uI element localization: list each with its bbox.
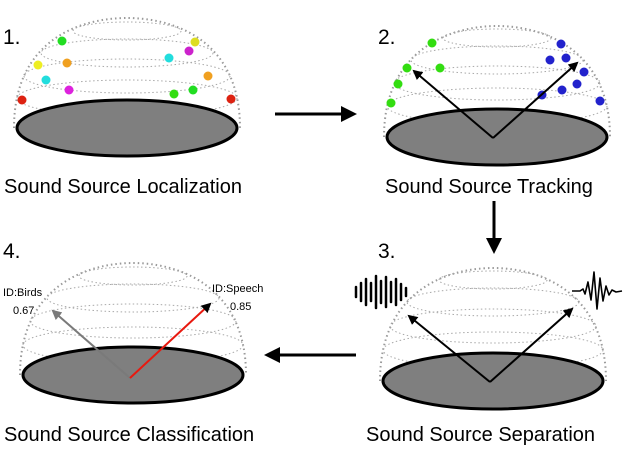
- panel-number: 4.: [3, 240, 21, 263]
- birds-score-label: 0.67: [13, 305, 34, 317]
- source-point: [62, 58, 72, 68]
- flow-arrow-right: [275, 106, 357, 122]
- birds-direction-arrow: [51, 309, 131, 379]
- panel-caption: Sound Source Localization: [4, 176, 242, 198]
- dome-ring: [382, 331, 604, 369]
- panel-separation: 3. Sound Source Separation: [354, 240, 623, 446]
- source-point: [169, 89, 179, 99]
- dome-ring: [22, 326, 244, 364]
- dome-ring: [23, 58, 231, 94]
- panel-caption: Sound Source Tracking: [385, 176, 593, 198]
- panel-classification: 4. ID:Birds 0.67 ID:Speech 0.85 Sound So…: [3, 240, 263, 446]
- panel-caption: Sound Source Separation: [366, 424, 595, 446]
- dome-ring: [78, 266, 188, 286]
- dome-outline: [19, 261, 247, 376]
- speech-waveform-icon: [572, 271, 623, 310]
- source-point: [17, 95, 27, 105]
- dome-ring: [46, 283, 220, 313]
- dome-ring: [16, 79, 238, 117]
- direction-arrow: [407, 314, 491, 383]
- speech-score-label: 0.85: [230, 301, 251, 313]
- tracked-points-right: [537, 39, 605, 106]
- dome-ring: [438, 270, 548, 290]
- panel-number: 1.: [3, 26, 21, 49]
- source-point: [188, 85, 198, 95]
- dome-ring: [40, 38, 214, 68]
- source-points: [17, 36, 236, 105]
- speech-direction-arrow: [129, 302, 212, 379]
- speech-id-label: ID:Speech: [212, 283, 263, 295]
- microphone-array-base: [381, 351, 605, 411]
- panel-tracking: 2. Sound Source Tracking: [378, 24, 611, 198]
- birds-id-label: ID:Birds: [3, 287, 43, 299]
- source-point: [164, 53, 174, 63]
- dome-ring: [389, 308, 597, 344]
- panel-number: 3.: [378, 240, 396, 263]
- source-point: [57, 36, 67, 46]
- source-point: [41, 75, 51, 85]
- direction-arrow: [412, 69, 494, 139]
- source-point: [203, 71, 213, 81]
- dome-ring: [406, 287, 580, 317]
- dome-ring: [72, 21, 182, 41]
- direction-arrow: [489, 307, 574, 383]
- dome-ring: [410, 45, 584, 75]
- panel-localization: 1. Sound Source Localization: [3, 16, 242, 198]
- tracked-points-left: [386, 38, 445, 108]
- birds-waveform-icon: [354, 274, 408, 310]
- source-point: [190, 37, 200, 47]
- panel-number: 2.: [378, 26, 396, 49]
- source-point: [226, 94, 236, 104]
- direction-arrow: [492, 61, 579, 139]
- flow-arrow-left: [264, 347, 356, 363]
- microphone-array-base: [15, 98, 239, 158]
- source-point: [64, 85, 74, 95]
- microphone-array-base: [385, 107, 609, 167]
- source-point: [33, 60, 43, 70]
- dome-ring: [386, 87, 608, 125]
- dome-ring: [29, 303, 237, 339]
- source-point: [184, 46, 194, 56]
- dome-outline: [379, 266, 607, 382]
- flow-arrow-down: [486, 201, 502, 254]
- panel-caption: Sound Source Classification: [4, 424, 254, 446]
- dome-ring: [442, 28, 552, 48]
